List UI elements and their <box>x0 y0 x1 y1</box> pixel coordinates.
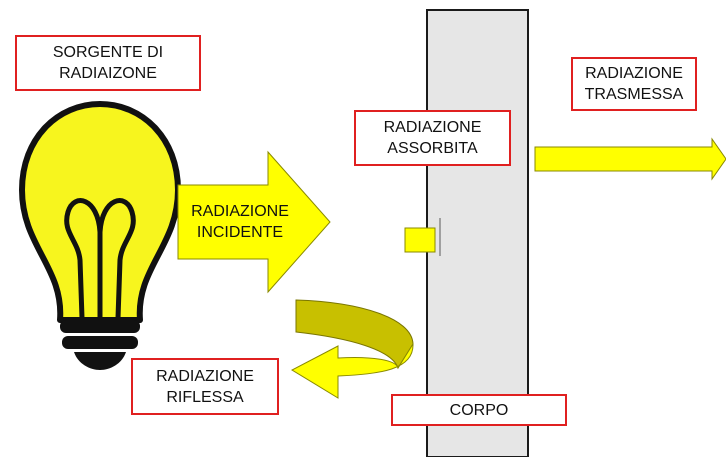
transmitted-arrow <box>534 137 726 181</box>
bulb-base-tip <box>74 352 126 370</box>
reflected-arrow <box>290 299 414 399</box>
absorbed-label: RADIAZIONE ASSORBITA <box>354 110 511 166</box>
absorbed-block <box>404 227 436 253</box>
bulb-base-ring-2 <box>62 336 138 349</box>
body-rectangle <box>426 9 529 457</box>
source-label: SORGENTE DI RADIAIZONE <box>15 35 201 91</box>
incident-label: RADIAZIONE INCIDENTE <box>191 203 289 241</box>
incident-arrow <box>177 150 331 294</box>
bulb-base-ring-1 <box>60 320 140 333</box>
reflected-label: RADIAZIONE RIFLESSA <box>131 358 279 415</box>
reflected-band-body <box>290 342 414 399</box>
light-bulb-icon <box>19 101 181 370</box>
bulb-glass <box>19 101 181 323</box>
transmitted-label: RADIAZIONE TRASMESSA <box>571 57 697 111</box>
body-label: CORPO <box>391 394 567 426</box>
